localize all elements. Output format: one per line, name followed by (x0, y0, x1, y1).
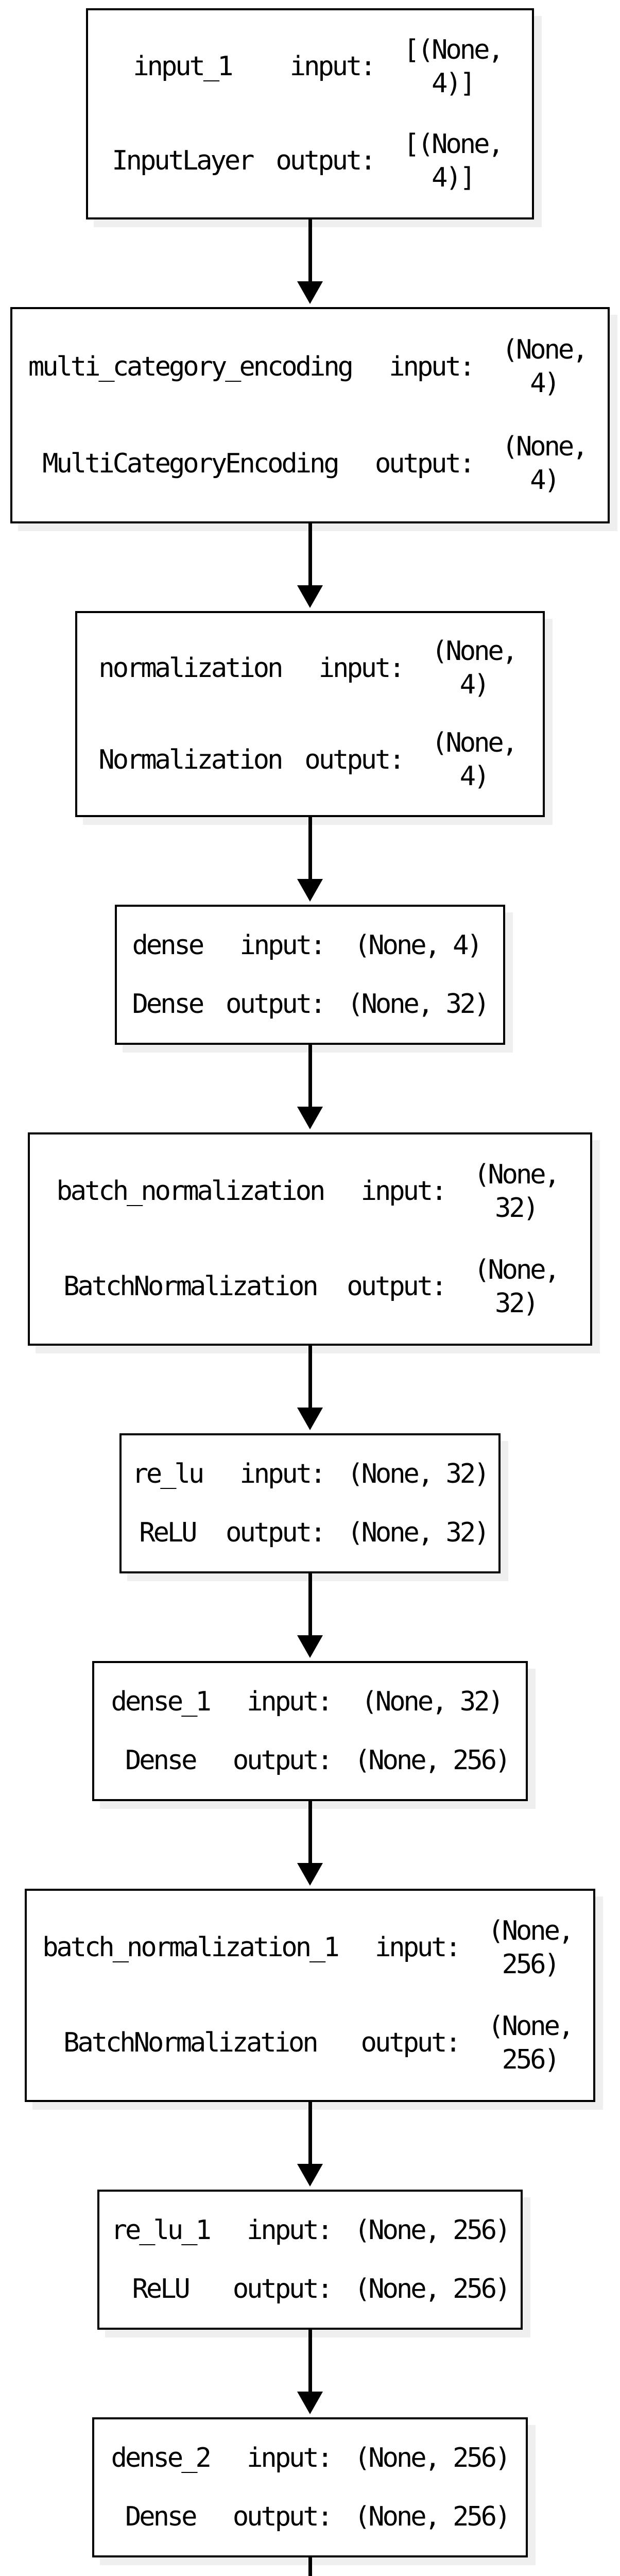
input-label: input: (389, 351, 475, 382)
arrowhead-icon (297, 1107, 323, 1129)
layer-name: multi_category_encoding (28, 351, 354, 382)
flow-arrow (295, 817, 325, 905)
arrow-line (308, 1045, 312, 1107)
output-label: output: (275, 145, 376, 176)
arrowhead-icon (297, 1863, 323, 1886)
input-shape-value: (None, 32) (347, 1458, 490, 1489)
flow-arrow (295, 2330, 325, 2417)
output-shape-value: (None, 4) (432, 727, 518, 792)
input-shape-value: [(None, 4)] (403, 34, 504, 99)
layer-name: batch_normalization (56, 1176, 326, 1207)
output-shape-value: (None, 4) (502, 431, 589, 496)
arrow-line (308, 2330, 312, 2392)
input-label: input: (239, 1458, 326, 1489)
layer-node: normalization input: (None, 4) Normaliza… (75, 611, 545, 817)
layer-node: dense_1 input: (None, 32) Dense output: … (92, 1661, 528, 1801)
output-shape-value: [(None, 4)] (403, 128, 504, 193)
output-label: output: (226, 1517, 326, 1548)
arrowhead-icon (297, 2392, 323, 2414)
output-shape-value: (None, 32) (474, 1254, 560, 1319)
arrowhead-icon (297, 1408, 323, 1430)
output-label: output: (360, 2027, 461, 2058)
layer-name: input_1 (133, 51, 233, 82)
flow-arrow (295, 523, 325, 611)
input-label: input: (247, 1686, 333, 1717)
input-shape-value: (None, 256) (354, 2442, 511, 2473)
input-label: input: (374, 1932, 461, 1963)
layer-name: normalization (98, 652, 283, 684)
layer-class: Dense (125, 2501, 198, 2532)
arrowhead-icon (297, 281, 323, 304)
output-shape-value: (None, 256) (354, 2273, 511, 2304)
input-shape-value: (None, 32) (361, 1686, 504, 1717)
layer-node: re_lu input: (None, 32) ReLU output: (No… (119, 1433, 501, 1573)
layer-name: re_lu (132, 1458, 205, 1489)
input-shape-value: (None, 4) (354, 929, 483, 961)
flow-arrow (295, 1573, 325, 1661)
layer-node: dense_2 input: (None, 256) Dense output:… (92, 2417, 528, 2557)
output-shape-value: (None, 256) (354, 1744, 511, 1776)
layer-class: MultiCategoryEncoding (42, 448, 339, 479)
arrow-line (308, 2557, 312, 2576)
output-shape-value: (None, 32) (347, 1517, 490, 1548)
layer-class: InputLayer (112, 145, 254, 176)
arrow-line (308, 219, 312, 281)
layer-name: batch_normalization_1 (42, 1932, 339, 1963)
output-label: output: (232, 1744, 333, 1776)
arrow-line (308, 817, 312, 879)
input-shape-value: (None, 4) (432, 636, 518, 700)
input-label: input: (247, 2214, 333, 2246)
flow-arrow (295, 1346, 325, 1433)
flow-arrow (295, 2557, 325, 2576)
output-shape-value: (None, 256) (354, 2501, 511, 2532)
flow-arrow (295, 1045, 325, 1132)
layer-name: dense (132, 929, 205, 961)
input-shape-value: (None, 256) (488, 1915, 574, 1980)
input-label: input: (239, 929, 326, 961)
input-label: input: (247, 2442, 333, 2473)
output-shape-value: (None, 32) (347, 988, 490, 1020)
input-label: input: (360, 1176, 447, 1207)
arrowhead-icon (297, 1635, 323, 1658)
layer-node: multi_category_encoding input: (None, 4)… (10, 307, 610, 523)
layer-class: BatchNormalization (63, 2027, 319, 2058)
layer-class: ReLU (139, 1517, 197, 1548)
layer-class: ReLU (132, 2273, 191, 2304)
output-label: output: (374, 448, 475, 479)
output-shape-value: (None, 256) (488, 2010, 574, 2075)
layer-node: batch_normalization input: (None, 32) Ba… (28, 1132, 592, 1346)
layer-name: dense_1 (111, 1686, 212, 1717)
layer-class: Dense (125, 1744, 198, 1776)
input-shape-value: (None, 256) (354, 2214, 511, 2246)
layer-node: batch_normalization_1 input: (None, 256)… (25, 1889, 595, 2102)
flow-arrow (295, 2102, 325, 2190)
output-label: output: (304, 744, 405, 775)
arrow-line (308, 1801, 312, 1863)
arrow-line (308, 2102, 312, 2164)
output-label: output: (232, 2501, 333, 2532)
input-shape-value: (None, 4) (502, 334, 589, 399)
output-label: output: (232, 2273, 333, 2304)
input-shape-value: (None, 32) (474, 1159, 560, 1224)
output-label: output: (226, 988, 326, 1020)
layer-node: dense input: (None, 4) Dense output: (No… (115, 905, 505, 1045)
input-label: input: (289, 51, 376, 82)
arrowhead-icon (297, 879, 323, 902)
arrow-line (308, 1573, 312, 1635)
input-label: input: (318, 652, 405, 684)
layer-class: Dense (132, 988, 205, 1020)
arrow-line (308, 523, 312, 585)
output-label: output: (347, 1271, 447, 1302)
flow-arrow (295, 1801, 325, 1889)
flow-arrow (295, 219, 325, 307)
layer-node: re_lu_1 input: (None, 256) ReLU output: … (97, 2190, 523, 2330)
layer-class: BatchNormalization (63, 1271, 319, 1302)
layer-name: dense_2 (111, 2442, 212, 2473)
layer-class: Normalization (98, 744, 283, 775)
arrowhead-icon (297, 2164, 323, 2187)
layer-name: re_lu_1 (111, 2214, 212, 2246)
arrow-line (308, 1346, 312, 1408)
arrowhead-icon (297, 585, 323, 608)
layer-node: input_1 input: [(None, 4)] InputLayer ou… (86, 8, 534, 219)
